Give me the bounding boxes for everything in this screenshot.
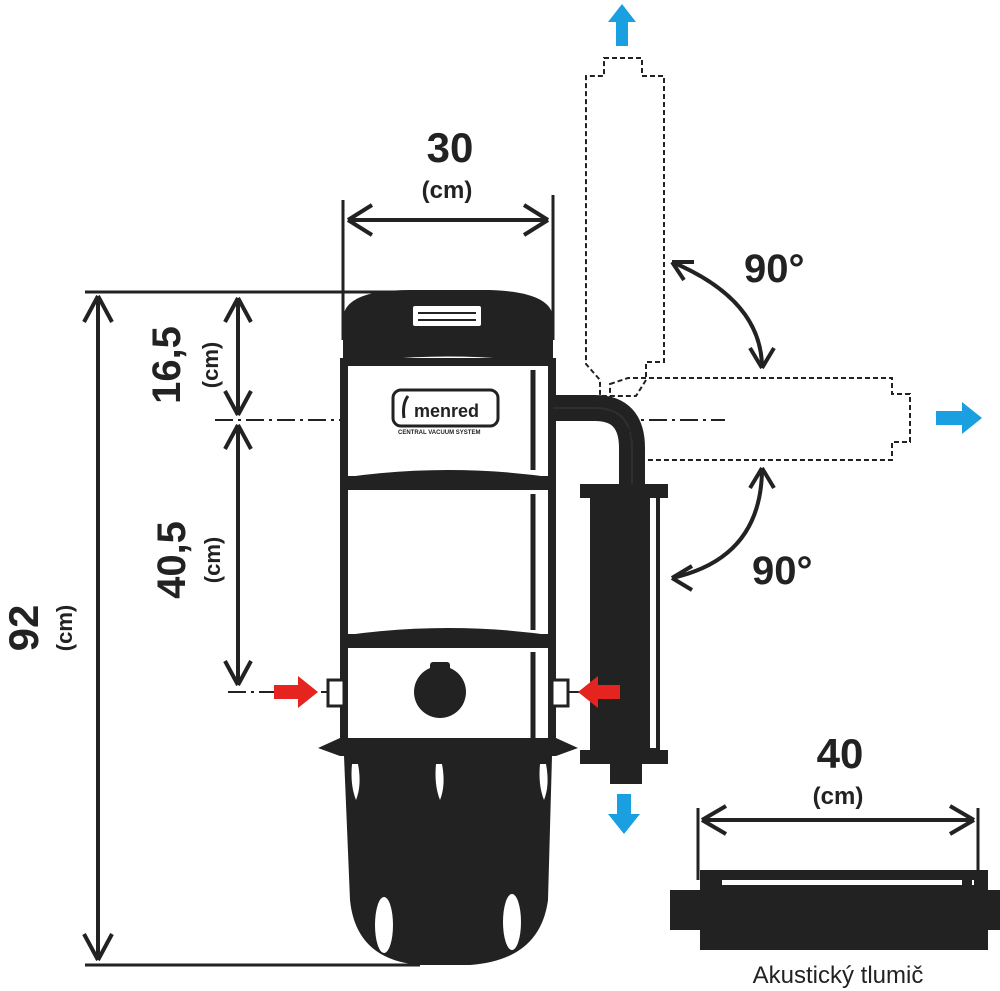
angle-lower-label: 90° — [752, 549, 813, 593]
brand-name: menred — [414, 401, 479, 421]
total-height-unit: (cm) — [52, 605, 77, 651]
inlet-arrow-left-icon — [274, 676, 318, 708]
top-vent — [411, 304, 483, 328]
exhaust-arrow-up-icon — [608, 0, 636, 46]
silencer-length-value: 40 — [817, 730, 864, 777]
mid-section-dimension: 40,5 (cm) — [150, 424, 253, 686]
vacuum-unit: menred CENTRAL VACUUM SYSTEM — [318, 290, 578, 965]
width-value: 30 — [427, 124, 474, 171]
mid-section-unit: (cm) — [200, 537, 225, 583]
mid-section-value: 40,5 — [150, 521, 194, 599]
dashed-vertical-exit — [585, 57, 665, 397]
silencer-length-unit: (cm) — [813, 783, 864, 810]
total-height-dimension: 92 (cm) — [0, 290, 420, 967]
exhaust-arrow-right-icon — [936, 402, 982, 434]
exhaust-arrow-down-icon — [608, 794, 640, 834]
flow-arrows — [274, 0, 982, 834]
width-unit: (cm) — [422, 177, 473, 204]
inlet-arrow-right-icon — [578, 676, 620, 708]
top-section-unit: (cm) — [198, 342, 223, 388]
width-dimension: 30 (cm) — [341, 124, 555, 340]
top-section-dimension: 16,5 (cm) — [145, 297, 253, 416]
acoustic-silencer: 40 (cm) Akustický tlumič — [670, 730, 1000, 989]
total-height-value: 92 — [0, 605, 47, 652]
brand-tagline: CENTRAL VACUUM SYSTEM — [398, 430, 480, 436]
silencer-label: Akustický tlumič — [753, 962, 924, 989]
logo-swoosh-icon — [402, 395, 410, 419]
front-inlet — [414, 666, 466, 718]
top-section-value: 16,5 — [145, 326, 189, 404]
angle-upper-label: 90° — [744, 247, 805, 291]
exhaust-assembly: 90° 90° — [553, 57, 911, 784]
dashed-horizontal-exit — [609, 377, 911, 461]
brand-badge — [391, 388, 500, 428]
